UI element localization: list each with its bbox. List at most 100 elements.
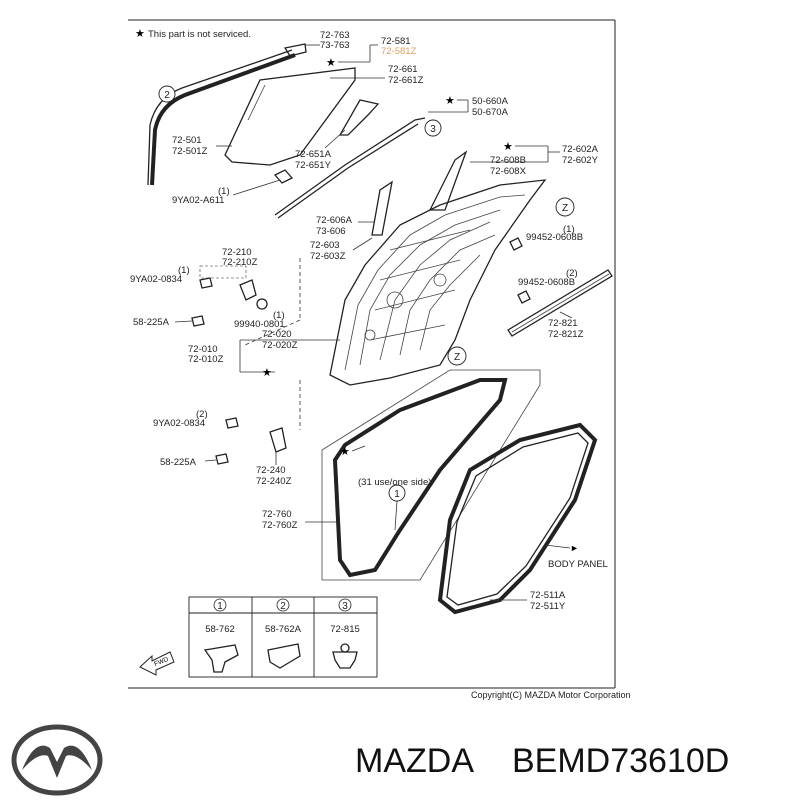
callout-z-circle <box>555 197 575 217</box>
pillar-garnish-part <box>371 180 393 236</box>
label-72-661Z: 72-661Z <box>388 75 424 86</box>
table-header-3: 3 <box>342 601 348 612</box>
qty-2-a: (2) <box>566 268 578 279</box>
callout-3-circle <box>424 119 442 137</box>
side-strip-edge <box>511 273 610 333</box>
belt-molding-edge <box>277 123 419 219</box>
label-72-010Z: 72-010Z <box>188 354 224 365</box>
clip-58-762-icon <box>203 644 239 673</box>
table-header-2: 2 <box>280 601 286 612</box>
qty-2-b: (2) <box>196 409 208 420</box>
leader-line <box>352 237 373 251</box>
table-header-1: 1 <box>217 601 223 612</box>
label-72-760Z: 72-760Z <box>262 520 298 531</box>
label-72-010: 72-010 <box>188 344 218 355</box>
star-icon: ★ <box>326 57 336 69</box>
label-72-511A: 72-511A <box>530 590 566 601</box>
arrow-right-icon: ► <box>570 543 579 553</box>
garnish-part <box>428 150 468 211</box>
weatherstrip-box <box>321 369 541 581</box>
leader-line <box>394 500 398 531</box>
label-72-501: 72-501 <box>172 135 202 146</box>
callout-z-2: Z <box>454 352 460 363</box>
label-72-661: 72-661 <box>388 64 418 75</box>
label-9YA02-0834-b: 9YA02-0834 <box>153 418 205 429</box>
door-weatherstrip-part <box>332 378 508 578</box>
star-icon: ★ <box>135 28 145 40</box>
mazda-logo-icon <box>11 724 103 796</box>
label-72-608B: 72-608B <box>490 155 526 166</box>
label-99940-0801: 99940-0801 <box>234 319 285 330</box>
bolt-part <box>517 290 531 304</box>
side-strip-part <box>507 269 613 337</box>
label-99452-0608B-a: 99452-0608B <box>526 232 583 243</box>
label-99452-0608B-b: 99452-0608B <box>518 277 575 288</box>
star-icon: ★ <box>503 141 513 153</box>
label-72-240Z: 72-240Z <box>256 476 292 487</box>
body-weatherstrip-part <box>437 422 598 615</box>
table-header-1-circle <box>213 598 227 612</box>
leader-line <box>204 459 217 462</box>
label-72-603: 72-603 <box>310 240 340 251</box>
label-72-020Z: 72-020Z <box>262 340 298 351</box>
label-72-603Z: 72-603Z <box>310 251 346 262</box>
star-icon: ★ <box>445 95 455 107</box>
label-72-602Y: 72-602Y <box>562 155 599 166</box>
bolt-part <box>256 298 268 310</box>
table-header-3-circle <box>338 598 352 612</box>
window-channel-part <box>147 43 307 186</box>
hinge-upper-part <box>239 279 257 301</box>
label-72-821: 72-821 <box>548 318 578 329</box>
leader-line <box>351 445 366 452</box>
label-72-501Z: 72-501Z <box>172 146 208 157</box>
copyright-text: Copyright(C) MAZDA Motor Corporation <box>471 690 631 700</box>
bolt-part <box>199 277 213 289</box>
table-part-1: 58-762 <box>205 624 235 635</box>
door-glass-part <box>224 67 356 166</box>
label-72-606A: 72-606A <box>316 215 353 226</box>
table-header-2-circle <box>276 598 290 612</box>
clip-58-762A-icon <box>267 643 301 669</box>
label-9YA02-0834-a: 9YA02-0834 <box>130 274 182 285</box>
label-72-581: 72-581 <box>381 36 411 47</box>
label-73-763: 73-763 <box>320 40 350 51</box>
table-part-2: 58-762A <box>265 624 302 635</box>
label-72-763: 72-763 <box>320 30 350 41</box>
leader-line <box>324 129 346 149</box>
qty-1-a: (1) <box>218 186 230 197</box>
label-72-651A: 72-651A <box>295 149 332 160</box>
clip-table <box>188 596 378 678</box>
label-72-581Z: 72-581Z <box>381 46 417 57</box>
label-9YA02-A611: 9YA02-A611 <box>172 195 224 206</box>
qty-1-c: (1) <box>178 265 190 276</box>
quarter-glass-part <box>338 99 380 136</box>
bolt-part <box>225 417 239 429</box>
leader-line <box>544 544 571 549</box>
bolt-part <box>191 315 205 327</box>
bolt-part <box>215 453 229 465</box>
door-panel-part <box>329 179 547 386</box>
leader-line <box>174 320 193 323</box>
label-72-760: 72-760 <box>262 509 292 520</box>
qty-1-d: (1) <box>273 310 285 321</box>
body-weatherstrip-inner <box>446 432 589 606</box>
not-serviced-note: This part is not serviced. <box>148 29 251 40</box>
label-72-602A: 72-602A <box>562 144 599 155</box>
label-72-210Z: 72-210Z <box>222 257 258 268</box>
leader-line <box>232 179 281 196</box>
label-72-511Y: 72-511Y <box>530 601 566 612</box>
clip-72-815-head <box>340 643 350 653</box>
label-72-608X: 72-608X <box>490 166 527 177</box>
label-73-606: 73-606 <box>316 226 346 237</box>
callout-3: 3 <box>430 124 436 135</box>
callout-1: 1 <box>394 489 400 500</box>
fwd-arrow-icon <box>139 651 175 676</box>
qty-1-b: (1) <box>563 224 575 235</box>
label-72-821Z: 72-821Z <box>548 329 584 340</box>
dashed-box <box>199 265 247 279</box>
callout-2-circle <box>158 85 176 103</box>
callout-2: 2 <box>164 90 170 101</box>
label-50-660A: 50-660A <box>472 96 509 107</box>
label-31-use: (31 use/one side) <box>358 477 431 488</box>
